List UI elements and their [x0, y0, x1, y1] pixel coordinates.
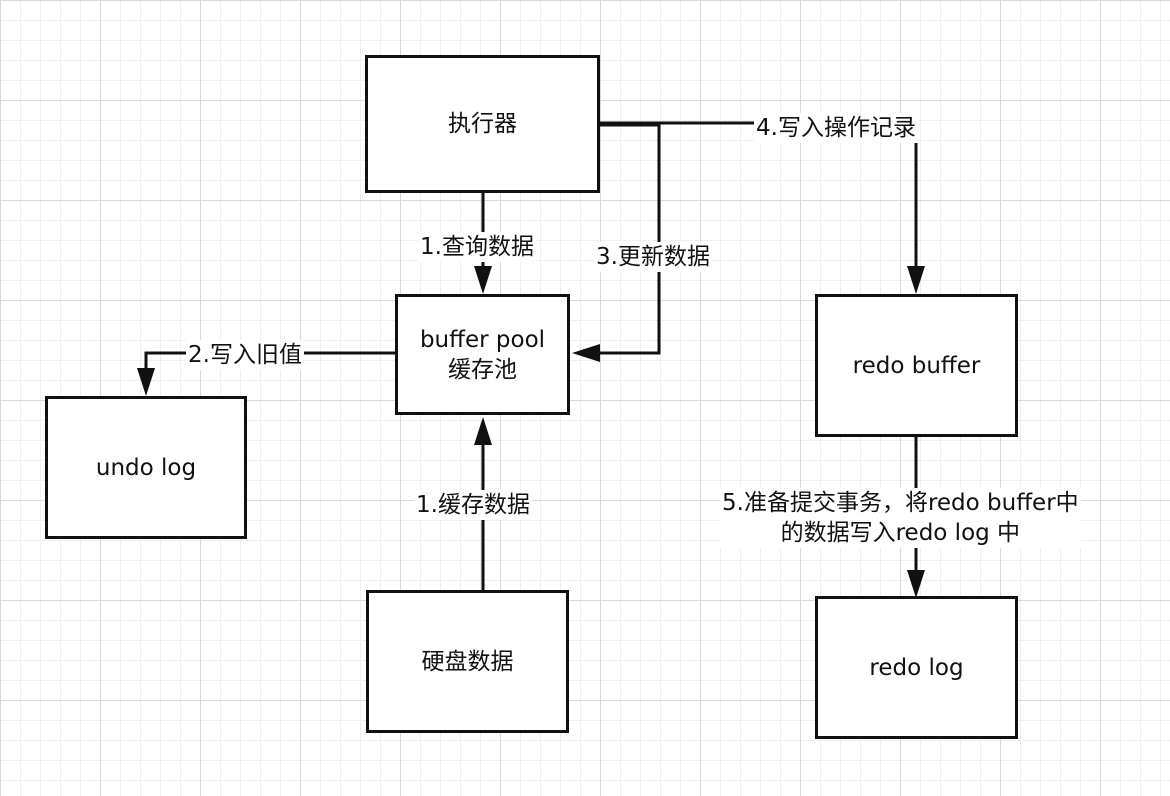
undo-log-node: undo log [45, 396, 247, 539]
executor-node: 执行器 [365, 55, 600, 193]
buffer-pool-node: buffer pool 缓存池 [395, 294, 570, 415]
arrowhead-query-data [474, 266, 492, 294]
edge-label-prepare-commit: 5.准备提交事务，将redo buffer中 的数据写入redo log 中 [720, 488, 1081, 548]
edge-label-query-data: 1.查询数据 [418, 232, 536, 262]
arrowhead-write-operation-record [907, 266, 925, 294]
edge-update-data [598, 123, 661, 355]
edge-write-old-value [144, 351, 396, 372]
arrowhead-cache-data [474, 417, 492, 445]
redo-log-node: redo log [815, 596, 1018, 739]
disk-data-node: 硬盘数据 [366, 590, 569, 733]
redo-buffer-node: redo buffer [815, 294, 1018, 437]
arrowhead-prepare-commit [907, 570, 925, 598]
edge-label-update-data: 3.更新数据 [594, 242, 712, 272]
arrowhead-update-data [572, 344, 600, 362]
arrowhead-write-old-value [137, 368, 155, 396]
edge-label-cache-data: 1.缓存数据 [414, 490, 532, 520]
edge-label-write-old-value: 2.写入旧值 [186, 340, 304, 370]
edge-label-write-operation-record: 4.写入操作记录 [754, 113, 918, 143]
